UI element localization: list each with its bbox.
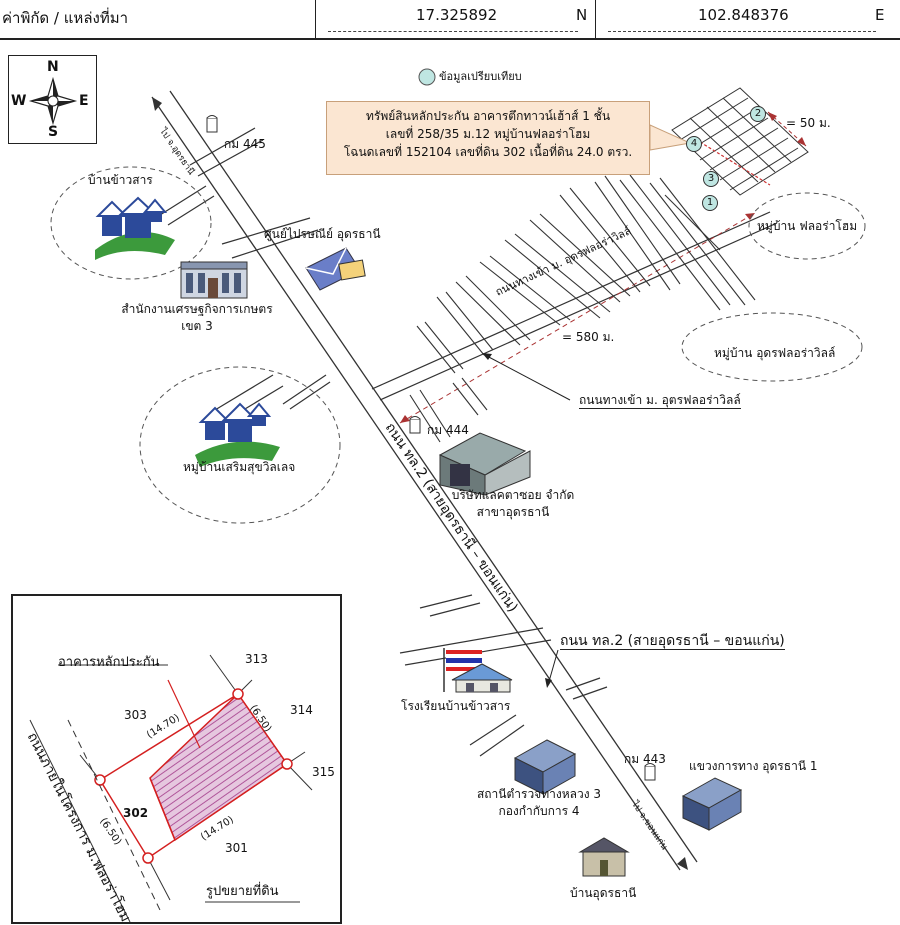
post-office-label: ศูนย์ไปรษณีย์ อุดรธานี xyxy=(264,227,381,241)
coordinate-header: ค่าพิกัด / แหล่งที่มา 17.325892 N 102.84… xyxy=(0,0,900,40)
access-road-pointer xyxy=(484,354,571,401)
sermsuk-village-label: หมู่บ้านเสริมสุขวิลเลจ xyxy=(183,460,296,474)
subject-row-highlight xyxy=(699,141,771,186)
flora-access-road xyxy=(371,211,778,401)
distance-580-arrow-icon xyxy=(400,415,410,423)
compass-east: E xyxy=(79,93,89,109)
collateral-callout: ทรัพย์สินหลักประกัน อาคารตึกทาวน์เฮ้าส์ … xyxy=(326,101,650,175)
office-building-icon xyxy=(180,261,248,299)
header-label-cell: ค่าพิกัด / แหล่งที่มา xyxy=(0,0,316,40)
marker-1: 1 xyxy=(702,195,718,211)
compass-box: N S E W xyxy=(8,55,97,144)
police-label-1: สถานีตำรวจทางหลวง 3 xyxy=(476,787,602,801)
arrow-to-udon-icon xyxy=(152,97,162,111)
company-label-2: สาขาอุดรธานี xyxy=(476,505,550,519)
highway-road xyxy=(151,90,698,871)
agri-office-label-2: เขต 3 xyxy=(181,319,213,333)
latitude-unit: N xyxy=(576,6,588,24)
school-icon xyxy=(443,648,513,693)
village-street-grid xyxy=(409,174,756,443)
latitude-underline xyxy=(328,31,578,32)
compass-south: S xyxy=(48,124,59,140)
flora-home-label: หมู่บ้าน ฟลอร่าโฮม xyxy=(757,219,858,233)
highway-pointer-arrow-icon xyxy=(545,678,552,688)
comparison-marker-icon xyxy=(418,68,436,86)
marker-4: 4 xyxy=(686,136,702,152)
company-label-1: บริษัทแลคตาซอย จำกัด xyxy=(451,488,575,502)
highway-label: ถนน ทล.2 (สายอุดรธานี – ขอนแก่น) xyxy=(560,633,785,650)
plot-303: 303 xyxy=(124,708,147,722)
agri-office-label-1: สำนักงานเศรษฐกิจการเกษตร xyxy=(121,302,273,316)
police-station-icon xyxy=(513,739,577,795)
header-label: ค่าพิกัด / แหล่งที่มา xyxy=(2,9,129,27)
post-envelope-icon xyxy=(305,247,366,291)
km-post-icons xyxy=(206,115,656,781)
police-label-2: กองกำกับการ 4 xyxy=(498,804,580,818)
house-cluster-icon xyxy=(95,196,175,260)
latitude-cell: 17.325892 N xyxy=(316,0,596,40)
distance-50-arrow-start-icon xyxy=(768,112,777,121)
compass-west: W xyxy=(11,93,27,109)
plot-315: 315 xyxy=(312,765,335,779)
callout-line-1: ทรัพย์สินหลักประกัน อาคารตึกทาวน์เฮ้าส์ … xyxy=(365,109,611,123)
km445-label: กม 445 xyxy=(224,137,266,151)
inset-caption: รูปขยายที่ดิน xyxy=(206,884,279,899)
compass-north: N xyxy=(47,59,59,75)
ban-udon-house-icon xyxy=(578,837,630,877)
distance-580-label: = 580 ม. xyxy=(562,330,615,344)
plot-313: 313 xyxy=(245,652,268,666)
village-house-icon xyxy=(195,402,280,467)
longitude-underline xyxy=(608,31,876,32)
highway-department-icon xyxy=(681,777,743,831)
longitude-unit: E xyxy=(875,6,885,24)
callout-pointer xyxy=(649,124,692,151)
marker-3: 3 xyxy=(703,171,719,187)
arrow-to-khonkaen-icon xyxy=(677,857,688,870)
callout-line-3: โฉนดเลขที่ 152104 เลขที่ดิน 302 เนื้อที่… xyxy=(343,145,633,159)
callout-line-2: เลขที่ 258/35 ม.12 หมู่บ้านฟลอร่าโฮม xyxy=(385,127,591,141)
ban-khaosan-label: บ้านข้าวสาร xyxy=(88,173,153,187)
km443-label: กม 443 xyxy=(624,752,666,766)
latitude-value: 17.325892 xyxy=(416,6,498,24)
area-ellipses xyxy=(50,166,866,524)
ban-udon-label: บ้านอุดรธานี xyxy=(570,886,637,900)
access-road-label: ถนนทางเข้า ม. อุตรฟลอร่าวิลล์ xyxy=(579,393,741,409)
plot-302: 302 xyxy=(123,806,149,820)
compass-rose-icon xyxy=(28,76,78,126)
udon-flora-label: หมู่บ้าน อุดรฟลอร่าวิลล์ xyxy=(714,346,836,360)
inset-title: อาคารหลักประกัน xyxy=(58,655,160,670)
highway-dept-label: แขวงการทาง อุดรธานี 1 xyxy=(689,759,818,773)
legend-comparison-label: ข้อมูลเปรียบเทียบ xyxy=(439,70,522,83)
km444-label: กม 444 xyxy=(427,423,469,437)
longitude-cell: 102.848376 E xyxy=(596,0,900,40)
warehouse-icon xyxy=(438,432,531,496)
plot-314: 314 xyxy=(290,703,313,717)
highway-pointer xyxy=(547,649,559,686)
plot-301: 301 xyxy=(225,841,248,855)
distance-50-label: = 50 ม. xyxy=(786,116,831,130)
longitude-value: 102.848376 xyxy=(698,6,789,24)
school-label: โรงเรียนบ้านข้าวสาร xyxy=(401,699,511,713)
west-side-roads xyxy=(159,127,331,422)
distance-580-line xyxy=(399,212,756,424)
distance-50-arrow-icon xyxy=(797,137,806,146)
inset-plot-map xyxy=(29,654,313,922)
access-road-pointer-arrow-icon xyxy=(482,353,492,360)
marker-2: 2 xyxy=(750,106,766,122)
inset-frame xyxy=(11,594,342,924)
